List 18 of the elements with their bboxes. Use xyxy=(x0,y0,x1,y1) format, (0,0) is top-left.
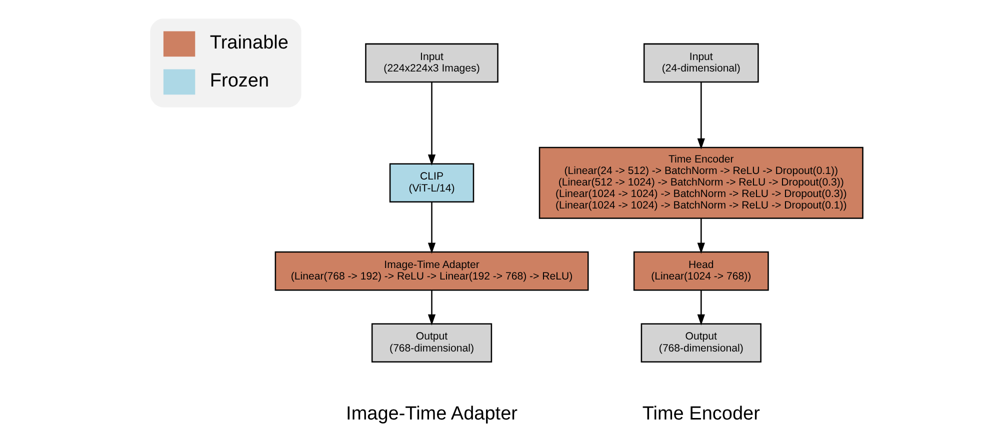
node-box: Input (224x224x3 Images) xyxy=(364,43,498,83)
arrow xyxy=(427,82,436,166)
node-box: CLIP (ViT-L/14) xyxy=(388,163,474,202)
arrow xyxy=(696,218,704,254)
arrow xyxy=(696,82,704,150)
label: Image-Time Adapter xyxy=(346,403,517,424)
node-box: Image-Time Adapter (Linear(768 -> 192) -> ReLU -> Linear(192 -> 768) -> ReLU) xyxy=(274,251,588,291)
node-box: Input (24-dimensional) xyxy=(642,43,758,83)
node-box: Output (768-dimensional) xyxy=(640,323,761,363)
node-box: Time Encoder (Linear(24 -> 512) -> BatchNorm -> ReLU -> Dropout(0.1)) (Linear(512 -> 1024) -> BatchNorm -> ReLU -> Dropout(0.3)) (Linear(1024 -> 1024) -> BatchNorm -> ReLU -> Dropout(0.3)) (Linear(1024 -> 1024) -> BatchNorm -> ReLU -> Dropout(0.1)) xyxy=(538,146,863,219)
arrow xyxy=(696,290,704,326)
label: Time Encoder xyxy=(642,403,760,424)
node-box: Head (Linear(1024 -> 768)) xyxy=(632,251,768,291)
arrow xyxy=(427,290,436,326)
legend-label: Frozen xyxy=(209,70,269,92)
arrow xyxy=(427,202,436,254)
legend-label: Trainable xyxy=(209,32,288,54)
node-box: Output (768-dimensional) xyxy=(370,323,492,363)
